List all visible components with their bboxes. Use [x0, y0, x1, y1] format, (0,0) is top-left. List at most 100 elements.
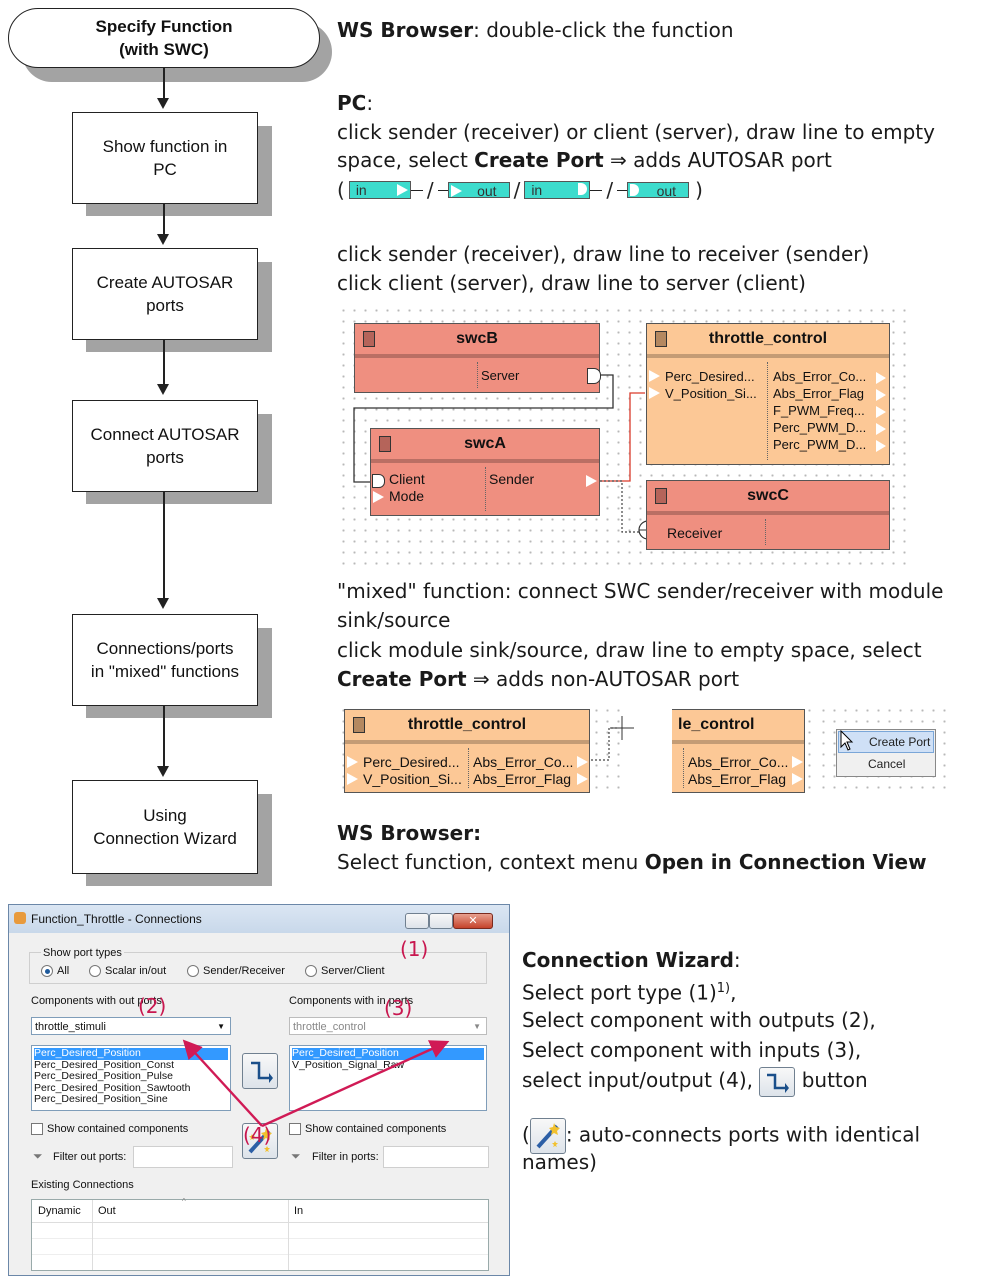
filter-in-input[interactable] — [383, 1146, 489, 1168]
list-item[interactable]: Perc_Desired_Position_Pulse — [34, 1070, 173, 1082]
close-button[interactable]: ✕ — [453, 913, 493, 929]
throttle-inputs: Perc_Desired... V_Position_Si... — [665, 368, 757, 402]
output-port-icon[interactable] — [876, 372, 886, 384]
pc-heading: PC: — [337, 89, 373, 117]
radio-sender-receiver[interactable]: Sender/Receiver — [187, 965, 285, 978]
input-port-icon[interactable] — [649, 387, 660, 399]
table-row — [32, 1239, 488, 1255]
output-port-label: Abs_Error_Flag — [773, 386, 865, 401]
open-connection-view-label: Open in Connection View — [644, 850, 927, 874]
auto-connect-button[interactable] — [242, 1123, 278, 1159]
in-components-combo[interactable]: throttle_control▼ — [289, 1017, 487, 1035]
column-divider — [683, 748, 684, 788]
flow-arrowhead — [157, 384, 169, 395]
column-header-dynamic[interactable]: Dynamic — [38, 1205, 81, 1217]
connections-table[interactable]: Dynamic Out ^ In — [31, 1197, 489, 1271]
annotation-2: (2) — [138, 994, 167, 1018]
paren-open: ( — [337, 178, 345, 202]
output-port-icon[interactable] — [577, 773, 588, 785]
menu-item-cancel[interactable]: Cancel — [868, 757, 906, 771]
window-title: Function_Throttle - Connections — [31, 912, 202, 926]
mouse-cursor-icon — [840, 730, 854, 751]
out-components-combo[interactable]: throttle_stimuli▼ — [31, 1017, 231, 1035]
output-port-icon[interactable] — [876, 423, 886, 435]
swc-block-swcA[interactable]: swcA Client Mode Sender — [370, 428, 600, 516]
client-port-icon[interactable] — [372, 474, 385, 488]
output-port-icon[interactable] — [792, 773, 803, 785]
swc-icon — [655, 488, 667, 504]
list-item[interactable]: Perc_Desired_Position_Const — [34, 1058, 175, 1071]
filter-out-label: Filter out ports: — [53, 1151, 127, 1163]
radio-server-client[interactable]: Server/Client — [305, 965, 385, 978]
list-item[interactable]: Perc_Desired_Position_Sine — [34, 1093, 168, 1105]
swc-name: swcC — [747, 487, 789, 504]
input-port-icon[interactable] — [347, 773, 358, 785]
output-port-icon[interactable] — [876, 406, 886, 418]
radio-all[interactable]: All — [41, 965, 69, 978]
sender-port-icon[interactable] — [586, 475, 597, 487]
swc-block-swcB[interactable]: swcB Server — [354, 323, 601, 393]
output-port-icon[interactable] — [876, 440, 886, 452]
minimize-button[interactable] — [405, 913, 429, 929]
show-contained-in[interactable]: Show contained components — [289, 1123, 446, 1136]
in-ports-list[interactable]: Perc_Desired_Position V_Position_Signal_… — [289, 1045, 487, 1111]
menu-item-create-port[interactable]: Create Port — [838, 731, 934, 753]
flow-arrowhead — [157, 766, 169, 777]
column-header-out[interactable]: Out — [98, 1205, 116, 1217]
out-ports-list[interactable]: Perc_Desired_Position Perc_Desired_Posit… — [31, 1045, 231, 1111]
radio-label: Scalar in/out — [105, 965, 167, 977]
mixed-block-le-control[interactable]: le_control Abs_Error_Co... Abs_Error_Fla… — [672, 709, 805, 793]
swc-block-throttle-control[interactable]: throttle_control Perc_Desired... V_Posit… — [646, 323, 890, 465]
mode-port-icon[interactable] — [373, 491, 384, 503]
input-port-label: V_Position_Si... — [665, 386, 757, 401]
list-item[interactable]: Perc_Desired_Position — [34, 1047, 228, 1060]
flow-arrowhead — [157, 98, 169, 109]
port-types-label: Show port types — [41, 947, 124, 959]
pc-line1: click sender (receiver) or client (serve… — [337, 120, 935, 144]
out-components-label: Components with out ports — [31, 995, 162, 1007]
filter-out-input[interactable] — [133, 1146, 233, 1168]
server-port-chip: out — [627, 182, 690, 199]
show-contained-out[interactable]: Show contained components — [31, 1123, 188, 1136]
ws-browser2-pre: Select function, context menu — [337, 850, 645, 874]
wizard-colon: : — [733, 948, 741, 972]
wizard-line6: names) — [522, 1150, 597, 1174]
mixed-line4-post: ⇒ adds non-AUTOSAR port — [466, 667, 740, 691]
list-item[interactable]: Perc_Desired_Position — [292, 1047, 484, 1060]
pc-colon: : — [366, 91, 374, 115]
maximize-button[interactable] — [429, 913, 453, 929]
wizard-line4-post: button — [795, 1068, 868, 1092]
connect-line2: click client (server), draw line to serv… — [337, 271, 806, 295]
pc-line2: space, select Create Port ⇒ adds AUTOSAR… — [337, 146, 832, 174]
column-header-in[interactable]: In — [294, 1205, 304, 1217]
output-port-icon[interactable] — [876, 389, 886, 401]
column-divider — [477, 362, 478, 388]
list-item[interactable]: Perc_Desired_Position_Sawtooth — [34, 1081, 191, 1094]
legend-line — [410, 189, 423, 191]
output-port-label: Abs_Error_Flag — [473, 771, 572, 787]
sender-port-label: Sender — [489, 471, 535, 487]
swc-header: le_control — [672, 710, 804, 744]
output-port-icon[interactable] — [792, 756, 803, 768]
swc-icon — [379, 436, 391, 452]
connect-button[interactable] — [242, 1053, 278, 1089]
ws-browser2-heading: WS Browser: — [337, 819, 481, 847]
combo-value: throttle_control — [293, 1021, 366, 1033]
input-port-icon[interactable] — [347, 756, 358, 768]
list-item[interactable]: V_Position_Signal_Raw — [292, 1058, 405, 1071]
ws-browser-label: WS Browser — [337, 18, 474, 42]
output-port-icon[interactable] — [577, 756, 588, 768]
input-port-icon[interactable] — [649, 370, 660, 382]
radio-scalar[interactable]: Scalar in/out — [89, 965, 167, 978]
pc-label: PC — [337, 91, 367, 115]
table-header: Dynamic Out ^ In — [32, 1197, 488, 1270]
swc-header: swcA — [371, 429, 599, 463]
mixed-block-throttle-control[interactable]: throttle_control Perc_Desired... V_Posit… — [344, 709, 590, 793]
radio-icon — [89, 965, 101, 978]
output-port-label: Abs_Error_Co... — [773, 369, 867, 384]
wizard-line5-post: : auto-connects ports with identical — [565, 1122, 921, 1147]
swc-block-swcC[interactable]: swcC Receiver — [646, 480, 890, 550]
mixed-line1: "mixed" function: connect SWC sender/rec… — [337, 579, 944, 603]
server-port-icon[interactable] — [587, 368, 601, 384]
